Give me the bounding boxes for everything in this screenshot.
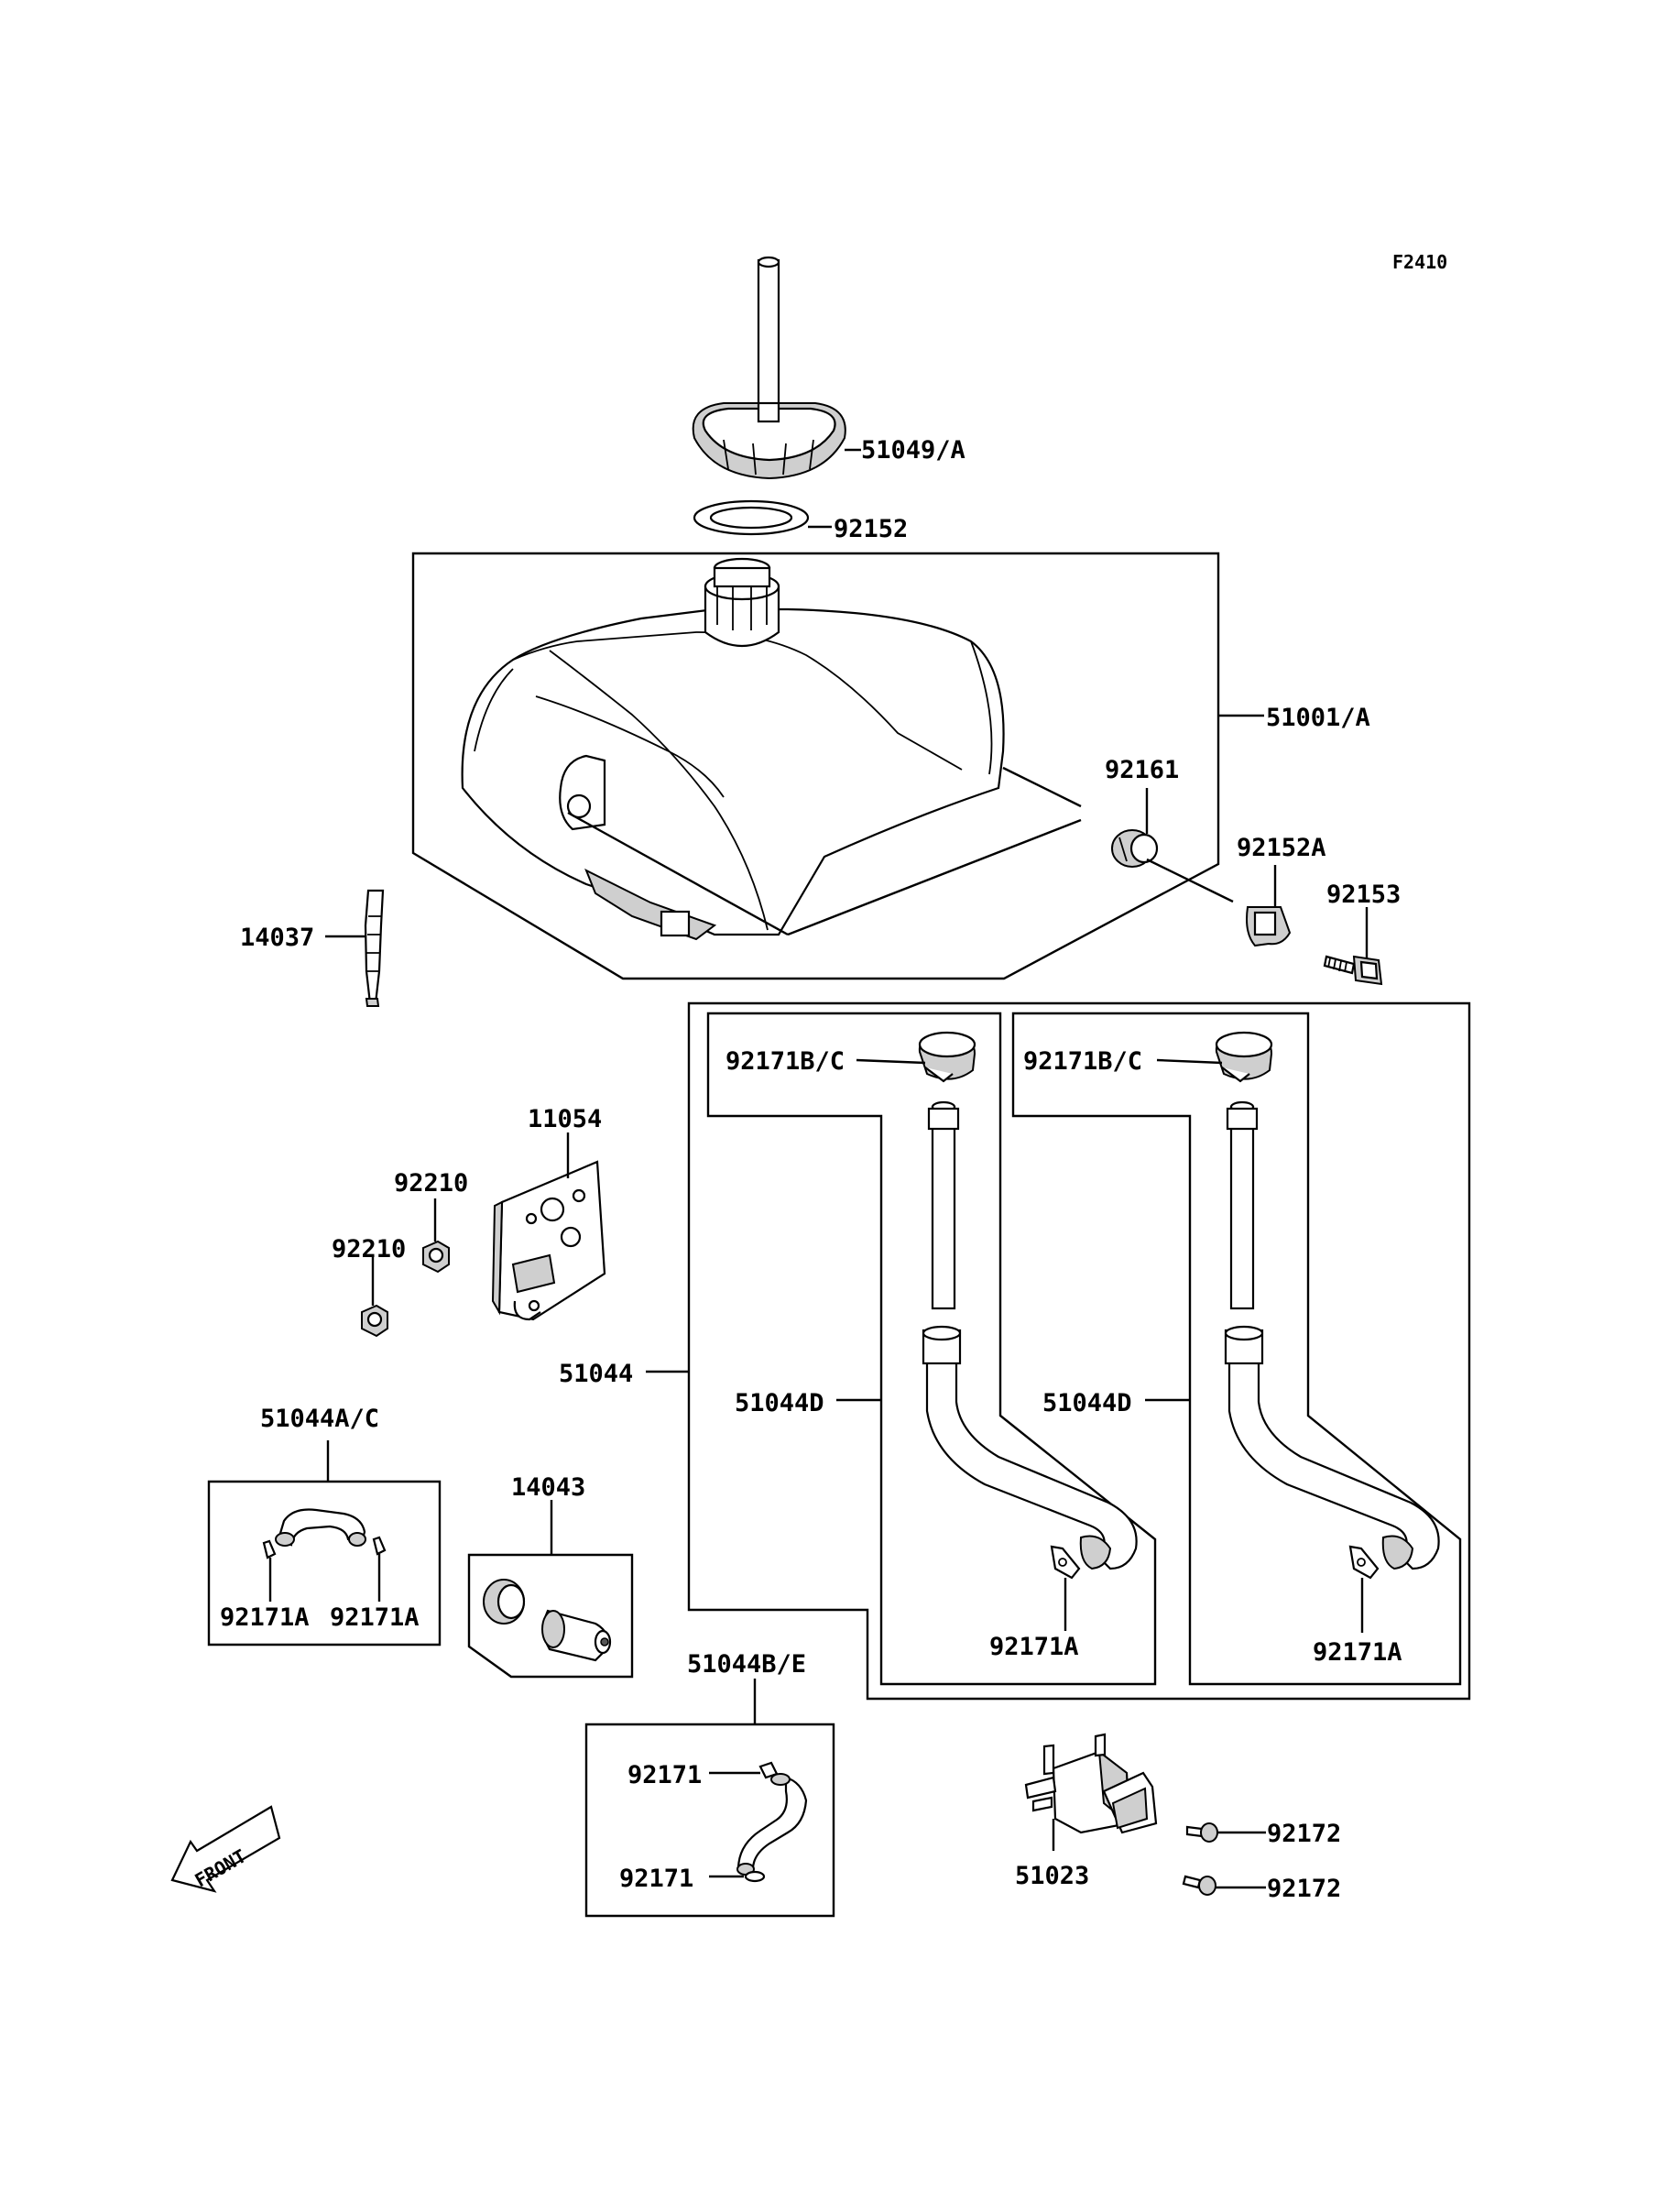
- hose-kit-outline: [687, 1001, 1471, 1701]
- label-92171-top: 92171: [627, 1761, 702, 1789]
- label-92152a: 92152A: [1237, 834, 1326, 862]
- label-92171bc-right: 92171B/C: [1023, 1047, 1142, 1076]
- label-51044ac: 51044A/C: [260, 1405, 379, 1433]
- fuel-tank[interactable]: [461, 557, 1082, 941]
- tank-cushion[interactable]: [1111, 829, 1159, 868]
- label-51049: 51049/A: [861, 436, 965, 465]
- tank-bolt[interactable]: [1323, 955, 1383, 986]
- hose-right-outline: [1011, 1012, 1462, 1686]
- clip-ac-right[interactable]: [372, 1536, 387, 1556]
- nut-lower[interactable]: [361, 1304, 388, 1338]
- hose-be-outline: [584, 1723, 835, 1918]
- hose-ac-outline: [207, 1480, 442, 1647]
- label-51023: 51023: [1015, 1862, 1089, 1890]
- label-51044be: 51044B/E: [687, 1650, 806, 1679]
- hose-left-bent[interactable]: [922, 1325, 1138, 1570]
- clamp-left[interactable]: [918, 1031, 976, 1083]
- label-51044: 51044: [559, 1360, 633, 1388]
- hose-right-bent[interactable]: [1224, 1325, 1440, 1570]
- label-92171a-right: 92171A: [1313, 1638, 1402, 1667]
- hose-left-outline: [706, 1012, 1157, 1686]
- tank-strap[interactable]: [364, 889, 385, 1007]
- label-92171-bottom: 92171: [619, 1865, 693, 1893]
- screw-lower[interactable]: [1182, 1875, 1216, 1896]
- screw-upper[interactable]: [1185, 1822, 1218, 1843]
- clip-ac-left[interactable]: [262, 1539, 277, 1559]
- clip-right[interactable]: [1348, 1545, 1380, 1580]
- label-92161: 92161: [1105, 756, 1179, 784]
- clip-left[interactable]: [1050, 1545, 1081, 1580]
- hose-ac[interactable]: [275, 1508, 366, 1547]
- front-direction-arrow: FRONT: [170, 1805, 281, 1893]
- fuel-filter[interactable]: [483, 1579, 612, 1662]
- tank-assembly-outline: [411, 552, 1220, 980]
- hose-right-straight[interactable]: [1226, 1100, 1259, 1310]
- label-92153: 92153: [1326, 881, 1401, 909]
- bracket-plate[interactable]: [491, 1160, 606, 1321]
- label-51044d-left: 51044D: [735, 1389, 824, 1417]
- label-92172-upper: 92172: [1267, 1820, 1341, 1848]
- figure-code: F2410: [1392, 251, 1447, 273]
- collar[interactable]: [1246, 906, 1292, 947]
- label-92152: 92152: [834, 515, 908, 543]
- label-11054: 11054: [528, 1105, 602, 1133]
- label-92210-upper: 92210: [394, 1169, 468, 1198]
- cap-gasket[interactable]: [693, 499, 810, 536]
- label-92171bc-left: 92171B/C: [725, 1047, 845, 1076]
- hose-left-straight[interactable]: [927, 1100, 960, 1310]
- label-92172-lower: 92172: [1267, 1875, 1341, 1903]
- clip-be-bottom[interactable]: [744, 1870, 766, 1883]
- label-51044d-right: 51044D: [1042, 1389, 1132, 1417]
- label-51001: 51001/A: [1266, 704, 1370, 732]
- label-14043: 14043: [511, 1473, 585, 1502]
- hose-be[interactable]: [736, 1773, 808, 1876]
- filter-outline: [467, 1553, 634, 1679]
- label-92171a-left: 92171A: [989, 1633, 1079, 1661]
- label-92171a-ac-right: 92171A: [330, 1603, 420, 1632]
- label-14037: 14037: [240, 924, 314, 952]
- clamp-right[interactable]: [1215, 1031, 1273, 1083]
- nut-upper[interactable]: [422, 1240, 450, 1274]
- fuel-cap[interactable]: [692, 256, 846, 480]
- label-92171a-ac-left: 92171A: [220, 1603, 310, 1632]
- fuel-cock[interactable]: [1024, 1733, 1158, 1834]
- clip-be-top[interactable]: [758, 1761, 779, 1779]
- label-92210-lower: 92210: [332, 1235, 406, 1264]
